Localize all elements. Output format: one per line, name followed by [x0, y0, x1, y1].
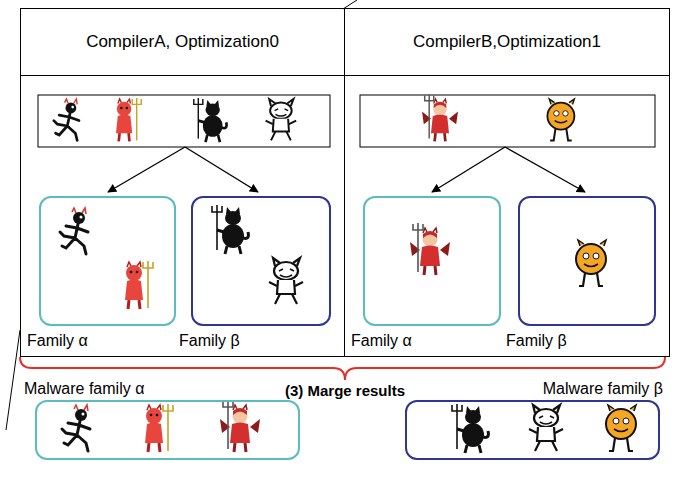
family-box: Family β	[191, 196, 331, 326]
leader-line	[6, 330, 20, 430]
merged-family-label: Malware family β	[543, 379, 663, 399]
malware-icon	[220, 400, 260, 452]
split-arrow	[108, 147, 185, 192]
compiler-panel: Family αFamily βCompilerB,Optimization1	[344, 8, 670, 357]
sample-set-box	[360, 95, 655, 147]
sample-set-box	[38, 95, 330, 147]
malware-icon	[269, 258, 303, 304]
malware-icon	[212, 205, 248, 254]
malware-icon	[125, 261, 153, 309]
malware-icon	[54, 99, 79, 140]
malware-icon	[266, 99, 297, 140]
split-arrow	[185, 147, 258, 192]
malware-icon	[452, 404, 488, 453]
malware-icon	[194, 98, 227, 142]
malware-icon	[547, 99, 574, 140]
merge-step-label: (3) Marge results	[0, 382, 685, 399]
split-arrow	[505, 147, 585, 192]
family-box: Family α	[39, 196, 176, 326]
malware-icon	[529, 405, 563, 451]
family-box: Family α	[363, 196, 501, 326]
malware-icon	[606, 405, 636, 451]
family-label: Family α	[351, 331, 412, 351]
family-label: Family β	[179, 331, 240, 351]
malware-icon	[145, 404, 173, 452]
merge-bracket	[20, 357, 665, 380]
merged-family-box: Malware family α	[35, 400, 300, 460]
merged-family-box: Malware family β	[405, 400, 660, 460]
malware-icon	[576, 240, 606, 286]
compiler-panel: Family αFamily βCompilerA, Optimization0	[20, 8, 345, 357]
family-label: Family β	[506, 331, 567, 351]
malware-icon	[410, 223, 450, 275]
malware-icon	[116, 98, 141, 141]
split-arrow	[432, 147, 505, 192]
malware-icon	[422, 95, 458, 142]
compiler-header: CompilerA, Optimization0	[21, 9, 344, 76]
family-label: Family α	[27, 331, 88, 351]
family-box: Family β	[518, 196, 656, 326]
malware-icon	[62, 405, 90, 451]
malware-icon	[60, 208, 88, 254]
merged-family-label: Malware family α	[24, 379, 144, 399]
compiler-header: CompilerB,Optimization1	[345, 9, 669, 76]
